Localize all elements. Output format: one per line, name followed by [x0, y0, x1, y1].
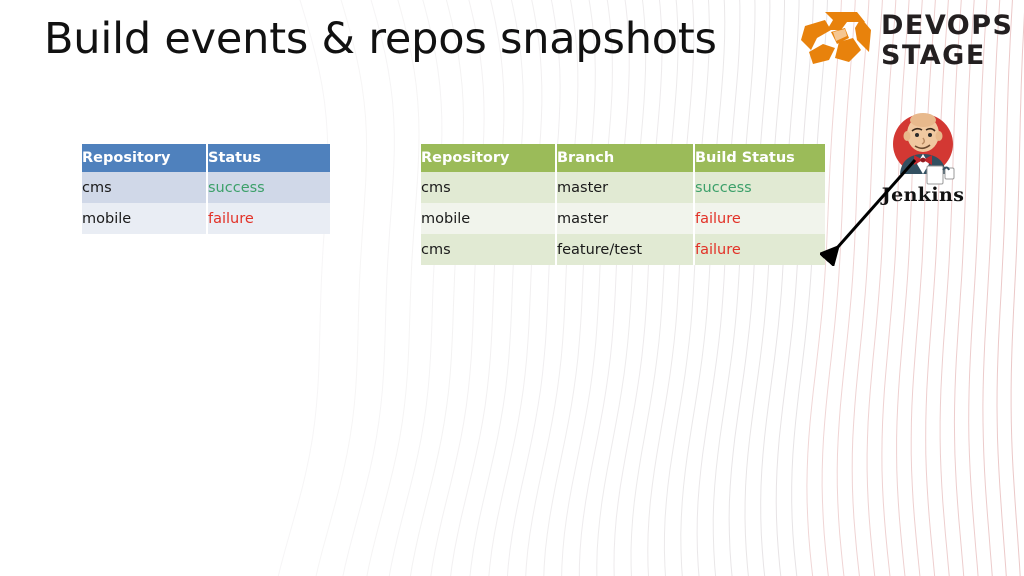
jenkins-to-table-arrow — [820, 159, 917, 266]
cell-repository: mobile — [82, 203, 206, 234]
column-gap — [206, 203, 208, 234]
column-gap — [555, 234, 557, 265]
column-gap — [206, 144, 208, 172]
column-gap — [555, 203, 557, 234]
jenkins-logo: Jenkins — [873, 108, 973, 212]
column-header-build-status: Build Status — [695, 144, 825, 172]
column-gap — [693, 172, 695, 203]
table-row: mobile master failure — [421, 203, 825, 234]
cell-status: failure — [208, 203, 330, 234]
column-header-status: Status — [208, 144, 330, 172]
column-header-branch: Branch — [557, 144, 693, 172]
repos-snapshots-table: Repository Branch Build Status cms maste… — [421, 144, 825, 265]
svg-text:DEVOPS: DEVOPS — [881, 10, 1013, 41]
column-gap — [206, 172, 208, 203]
build-events-table: Repository Status cms success mobile fai… — [82, 144, 330, 234]
column-gap — [555, 172, 557, 203]
table-header-row: Repository Status — [82, 144, 330, 172]
devops-stage-logo: DEVOPS STAGE — [795, 4, 1020, 72]
cell-repository: cms — [421, 172, 555, 203]
cell-build-status: failure — [695, 203, 825, 234]
devops-stage-mark-icon — [801, 12, 871, 64]
table-row: mobile failure — [82, 203, 330, 234]
slide-title: Build events & repos snapshots — [44, 14, 717, 64]
column-header-repository: Repository — [421, 144, 555, 172]
column-gap — [555, 144, 557, 172]
svg-text:STAGE: STAGE — [881, 40, 986, 70]
cell-build-status: failure — [695, 234, 825, 265]
cell-branch: feature/test — [557, 234, 693, 265]
cell-repository: cms — [82, 172, 206, 203]
cell-status: success — [208, 172, 330, 203]
table-row: cms feature/test failure — [421, 234, 825, 265]
cell-branch: master — [557, 203, 693, 234]
table-row: cms master success — [421, 172, 825, 203]
column-gap — [693, 144, 695, 172]
devops-stage-wordmark: DEVOPS STAGE — [881, 10, 1013, 70]
cell-branch: master — [557, 172, 693, 203]
jenkins-label: Jenkins — [881, 184, 965, 206]
column-gap — [693, 234, 695, 265]
cell-repository: cms — [421, 234, 555, 265]
table-header-row: Repository Branch Build Status — [421, 144, 825, 172]
column-gap — [693, 203, 695, 234]
jenkins-butler-icon — [893, 113, 955, 185]
cell-repository: mobile — [421, 203, 555, 234]
table-row: cms success — [82, 172, 330, 203]
column-header-repository: Repository — [82, 144, 206, 172]
cell-build-status: success — [695, 172, 825, 203]
